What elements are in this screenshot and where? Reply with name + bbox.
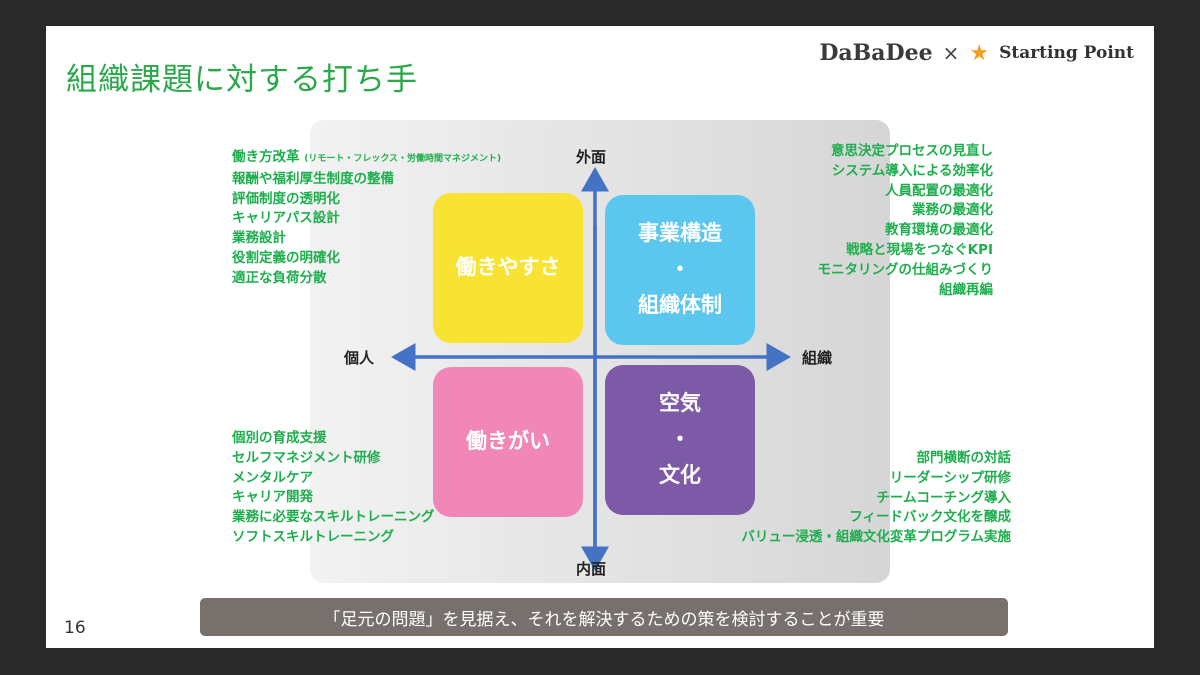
- list-item-note: (リモート・フレックス・労働時間マネジメント): [304, 154, 502, 164]
- star-icon: ★: [969, 40, 990, 66]
- list-item: 評価制度の透明化: [232, 190, 340, 207]
- dabadee-logo: DaBaDee: [819, 40, 933, 66]
- quadrant-hatarakiyasusa: 働きやすさ: [433, 193, 583, 343]
- list-item: メンタルケア: [232, 469, 313, 486]
- axes-arrows: [391, 167, 791, 571]
- quadrant-business-structure: 事業構造・組織体制: [605, 195, 755, 345]
- slide: 組織課題に対する打ち手 DaBaDee × ★ Starting Point 働…: [46, 26, 1154, 648]
- list-item: キャリア開発: [232, 489, 313, 506]
- list-item: 役割定義の明確化: [232, 249, 340, 266]
- quadrant-culture: 空気・文化: [605, 365, 755, 515]
- axis-label-top: 外面: [576, 148, 607, 166]
- list-item: モニタリングの仕組みづくり: [817, 261, 994, 278]
- list-bottom-right: 部門横断の対話 リーダーシップ研修 チームコーチング導入 フィードバック文化を醸…: [741, 449, 1011, 548]
- list-item: 組織再編: [939, 281, 993, 298]
- list-item: フィードバック文化を醸成: [849, 509, 1011, 526]
- list-item: バリュー浸透・組織文化変革プログラム実施: [741, 529, 1011, 546]
- quadrant-label: 組織体制: [638, 292, 722, 317]
- list-item: 戦略と現場をつなぐKPI: [846, 241, 993, 258]
- list-item: 働き方改革 (リモート・フレックス・労働時間マネジメント): [232, 148, 501, 170]
- list-item: リーダーシップ研修: [889, 469, 1011, 486]
- quadrant-label: 働きがい: [466, 429, 550, 454]
- list-bottom-left: 個別の育成支援 セルフマネジメント研修 メンタルケア キャリア開発 業務に必要な…: [232, 429, 435, 548]
- quadrant-label: 事業構造: [638, 221, 722, 246]
- quadrant-label: 文化: [659, 462, 701, 487]
- logo: DaBaDee × ★ Starting Point: [819, 40, 1134, 66]
- list-item: 報酬や福利厚生制度の整備: [232, 170, 394, 187]
- list-item: キャリアパス設計: [232, 210, 340, 227]
- quadrant-hatarakigai: 働きがい: [433, 367, 583, 517]
- list-item: 部門横断の対話: [916, 450, 1012, 466]
- axis-label-right: 組織: [802, 349, 833, 367]
- starting-point-logo: Starting Point: [999, 43, 1134, 63]
- list-item: 業務に必要なスキルトレーニング: [232, 509, 435, 526]
- slide-title: 組織課題に対する打ち手: [66, 62, 418, 98]
- list-item-text: 働き方改革: [232, 149, 300, 165]
- list-item: 業務の最適化: [912, 202, 993, 219]
- page-number: 16: [64, 618, 86, 638]
- list-top-right: 意思決定プロセスの見直し システム導入による効率化 人員配置の最適化 業務の最適…: [818, 142, 994, 300]
- quadrant-label: 働きやすさ: [455, 255, 561, 280]
- list-item: チームコーチング導入: [876, 489, 1011, 506]
- quadrant-label: 空気: [659, 391, 701, 416]
- list-item: 業務設計: [232, 230, 286, 247]
- list-item: 教育環境の最適化: [885, 222, 993, 239]
- list-item: 意思決定プロセスの見直し: [831, 143, 993, 159]
- quadrant-dot: ・: [669, 427, 691, 452]
- list-item: ソフトスキルトレーニング: [232, 528, 394, 545]
- list-item: 人員配置の最適化: [885, 182, 993, 199]
- logo-separator: ×: [942, 41, 960, 65]
- summary-banner: 「足元の問題」を見据え、それを解決するための策を検討することが重要: [200, 598, 1008, 636]
- list-item: 個別の育成支援: [232, 430, 327, 446]
- list-item: 適正な負荷分散: [232, 269, 327, 286]
- list-top-left: 働き方改革 (リモート・フレックス・労働時間マネジメント) 報酬や福利厚生制度の…: [232, 148, 501, 289]
- quadrant-dot: ・: [669, 257, 691, 282]
- list-item: システム導入による効率化: [831, 162, 993, 179]
- axis-label-bottom: 内面: [576, 560, 607, 578]
- axis-label-left: 個人: [344, 349, 375, 367]
- list-item: セルフマネジメント研修: [232, 449, 381, 466]
